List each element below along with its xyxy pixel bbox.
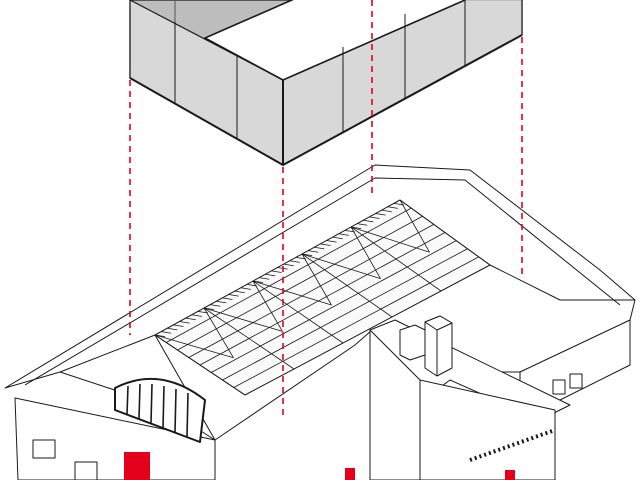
glazing-line <box>211 240 457 373</box>
truss-brace <box>252 280 283 332</box>
truss-web <box>185 317 196 321</box>
glass-mullions <box>174 0 466 138</box>
truss-web <box>216 300 227 304</box>
truss-web <box>234 290 245 294</box>
truss-web <box>167 327 178 331</box>
truss-web <box>173 324 184 327</box>
truss-brace <box>252 280 332 306</box>
glass-box <box>129 0 523 166</box>
glazing-line <box>188 224 434 358</box>
truss-web <box>387 206 398 209</box>
dormer-window <box>114 377 206 443</box>
truss-web <box>363 219 374 223</box>
truss-web <box>326 240 337 243</box>
truss-web <box>314 246 325 250</box>
truss-web <box>357 223 368 226</box>
truss-web <box>161 331 172 334</box>
red-door-left <box>124 452 150 480</box>
truss-brace <box>203 307 234 359</box>
windows <box>32 373 583 480</box>
truss-web <box>332 236 343 240</box>
truss-web <box>265 273 276 277</box>
gable-front <box>369 329 421 480</box>
truss-web <box>381 209 392 213</box>
projection-lines <box>129 0 523 415</box>
truss-web <box>240 287 251 290</box>
chimney <box>399 315 453 377</box>
truss-brace <box>203 307 283 332</box>
glass-box-top <box>204 0 466 81</box>
truss-brace <box>350 226 381 279</box>
truss-web <box>228 294 239 297</box>
truss-web <box>179 321 190 324</box>
truss-web <box>338 233 349 236</box>
truss-web <box>375 213 386 216</box>
truss-web <box>289 260 300 263</box>
glazing-line <box>177 215 423 351</box>
left-wing-wall <box>14 397 216 480</box>
truss-brace <box>301 253 381 279</box>
truss-brace <box>350 226 430 253</box>
skylight-truss <box>154 199 491 396</box>
roof-inner-line <box>24 177 621 386</box>
glazing-line <box>199 232 446 366</box>
red-door-center <box>345 468 355 480</box>
truss-web <box>191 314 202 317</box>
building <box>4 164 636 480</box>
truss-web <box>308 250 319 253</box>
glazing-line <box>166 207 412 343</box>
truss-web <box>369 216 380 219</box>
truss-brace <box>154 334 234 359</box>
red-door-right <box>505 470 515 480</box>
truss-web <box>210 304 221 307</box>
truss-brace <box>301 253 332 306</box>
truss-web <box>271 270 282 273</box>
roof-hip-right <box>489 264 635 301</box>
truss-brace <box>399 199 430 253</box>
truss-web <box>283 263 294 267</box>
truss-web <box>197 310 209 314</box>
truss-web <box>259 277 270 280</box>
glazing-line <box>233 256 479 388</box>
truss-web <box>320 243 331 246</box>
glazing-line <box>222 248 468 381</box>
truss-web <box>222 297 233 300</box>
